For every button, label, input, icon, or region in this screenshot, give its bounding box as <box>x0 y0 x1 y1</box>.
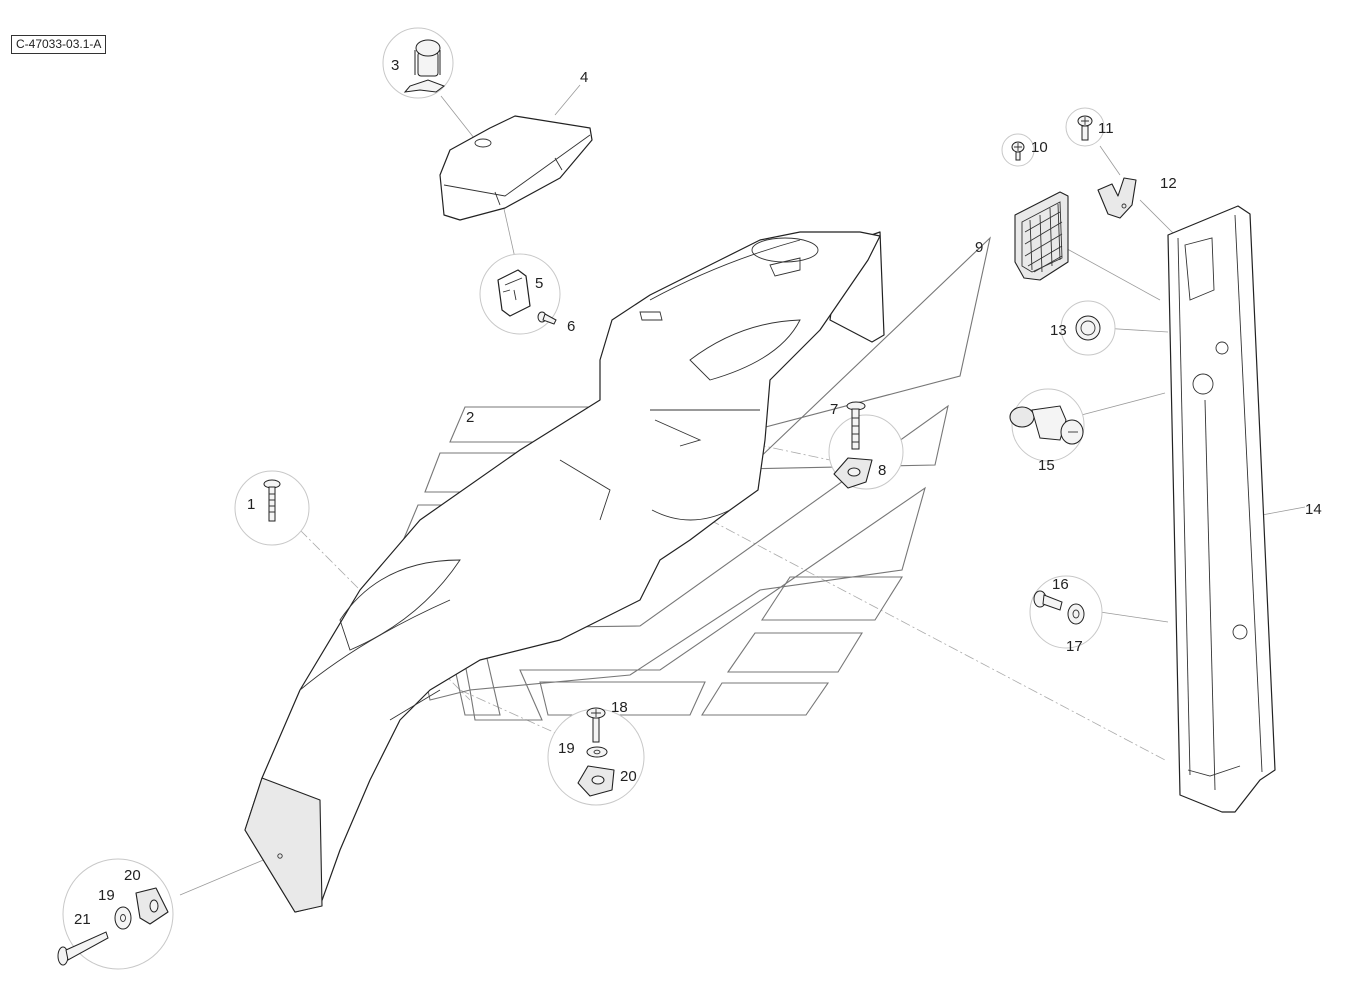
callout-11: 11 <box>1098 120 1114 137</box>
callout-6: 6 <box>567 318 575 335</box>
fender-rear-panel <box>244 777 323 913</box>
decal-bottom-strip <box>539 681 706 716</box>
part-19-washer-b <box>114 906 132 930</box>
decal-lower-chevron <box>469 486 926 721</box>
callout-4: 4 <box>580 69 588 86</box>
side-panel-body <box>1167 205 1276 813</box>
callout-12: 12 <box>1160 175 1177 192</box>
part-4-lid <box>439 115 593 221</box>
callout-7: 7 <box>830 401 838 418</box>
callout-18: 18 <box>611 699 628 716</box>
callout-8: 8 <box>878 462 886 479</box>
callout-19: 19 <box>558 740 575 757</box>
part-15-lock <box>1009 405 1084 445</box>
leader-lines <box>179 84 1306 896</box>
part-13-grommet <box>1075 315 1101 341</box>
part-17-washer <box>1067 603 1085 625</box>
callout-labels: 1 2 3 4 5 6 7 8 9 10 11 12 13 14 15 16 1… <box>74 57 1322 928</box>
part-19-washer <box>586 746 608 758</box>
part-12-bracket <box>1097 177 1137 219</box>
part-1-screw <box>263 479 281 522</box>
part-11-screw <box>1077 115 1093 141</box>
decal-small-3 <box>701 682 830 716</box>
part-8-nut <box>833 457 873 489</box>
callout-13: 13 <box>1050 322 1067 339</box>
part-9-grille <box>1014 191 1069 281</box>
bubble-parts-16-17 <box>1029 575 1103 649</box>
callout-14: 14 <box>1305 501 1322 518</box>
callout-5: 5 <box>535 275 543 292</box>
part-3-knob <box>403 39 446 93</box>
decal-small-2 <box>726 632 863 673</box>
callout-3: 3 <box>391 57 399 74</box>
decal-small-1 <box>760 576 903 621</box>
callout-19-b: 19 <box>98 887 115 904</box>
callout-1: 1 <box>247 496 255 513</box>
part-10-screw <box>1011 141 1025 161</box>
part-7-screw <box>846 401 866 450</box>
callout-20: 20 <box>620 768 637 785</box>
part-16-bolt <box>1033 590 1063 611</box>
callout-16: 16 <box>1052 576 1069 593</box>
callout-9: 9 <box>975 239 983 256</box>
side-panel-14 <box>1167 205 1276 813</box>
part-21-bolt <box>57 931 109 966</box>
callout-21: 21 <box>74 911 91 928</box>
part-20-nut-b <box>135 887 169 925</box>
part-6-screw <box>537 311 557 325</box>
callout-15: 15 <box>1038 457 1055 474</box>
part-18-screw <box>586 707 606 743</box>
hardware-parts <box>57 39 1137 966</box>
callout-17: 17 <box>1066 638 1083 655</box>
diagram-reference-code: C-47033-03.1-A <box>11 35 107 54</box>
callout-20-b: 20 <box>124 867 141 884</box>
callout-10: 10 <box>1031 139 1048 156</box>
rear-body-fender <box>244 231 885 913</box>
callout-2: 2 <box>466 409 474 426</box>
part-5-clip <box>497 269 531 317</box>
fender-body <box>244 231 881 913</box>
part-20-nut <box>577 765 615 797</box>
